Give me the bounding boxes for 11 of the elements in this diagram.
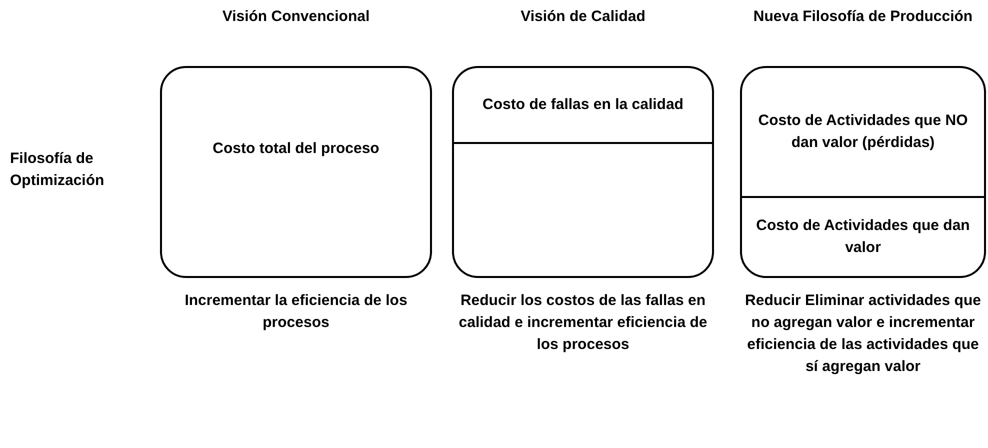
box-section: Costo de Actividades que dan valor <box>742 198 984 276</box>
column-heading: Visión de Calidad <box>520 7 646 27</box>
row-label: Filosofía de Optimización <box>10 149 106 191</box>
column-heading: Nueva Filosofía de Producción <box>752 7 974 27</box>
caption-text: Incrementar la eficiencia de los procesos <box>184 291 408 333</box>
column-heading: Visión Convencional <box>221 7 371 27</box>
box-section: Costo de Actividades que NO dan valor (pérdidas) <box>742 68 984 198</box>
caption-text: Reducir los costos de las fallas en calidad e incrementar eficiencia de los procesos <box>458 291 708 355</box>
box-text: Costo total del proceso <box>212 139 380 159</box>
caption-text: Reducir Eliminar actividades que no agregan valor e incrementar eficiencia de las actividades que sí agregan valor <box>744 291 982 377</box>
box-section: Costo de fallas en la calidad <box>454 68 712 144</box>
